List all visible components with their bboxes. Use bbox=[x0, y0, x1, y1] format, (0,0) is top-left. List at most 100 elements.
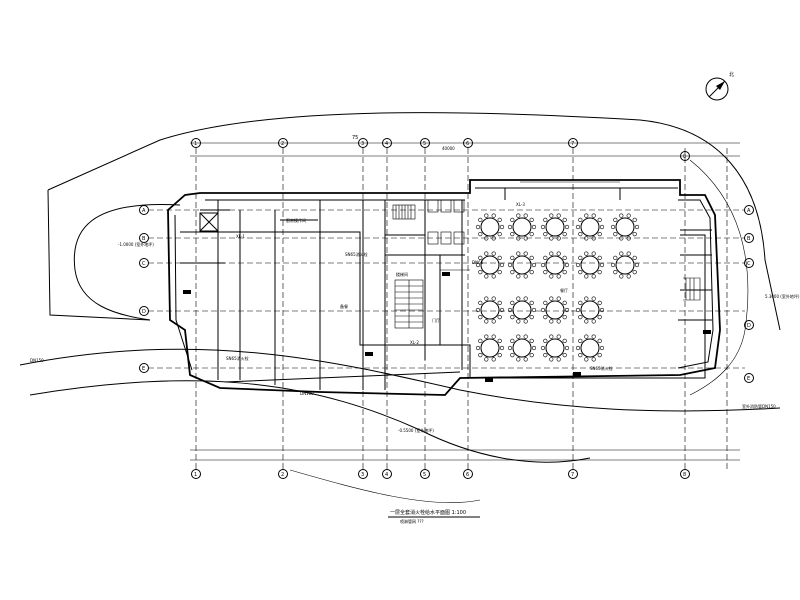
chair bbox=[484, 251, 489, 256]
svg-text:3: 3 bbox=[361, 472, 364, 478]
hydrant-cabinets bbox=[183, 272, 711, 382]
building-outline bbox=[167, 179, 721, 396]
chair bbox=[543, 232, 548, 237]
chair bbox=[599, 262, 605, 268]
round-table bbox=[480, 217, 500, 237]
chair bbox=[613, 255, 618, 261]
chair bbox=[529, 255, 534, 261]
chair bbox=[626, 213, 631, 218]
chair bbox=[507, 262, 513, 268]
chair bbox=[578, 255, 583, 261]
chair bbox=[491, 213, 496, 218]
axis-col-2: 2 bbox=[281, 141, 284, 147]
road-label-left: DN150 bbox=[30, 358, 44, 363]
chair bbox=[591, 357, 596, 362]
chair bbox=[478, 338, 483, 344]
chair bbox=[597, 270, 602, 275]
stair-label: 楼梯间 bbox=[396, 271, 408, 277]
chair bbox=[478, 315, 483, 320]
site-boundary-left bbox=[47, 189, 151, 321]
chair bbox=[510, 315, 515, 320]
axis-bubbles-top: 1 2 3 4 5 6 7 8 bbox=[191, 138, 690, 161]
chair bbox=[584, 334, 589, 339]
chair bbox=[632, 270, 637, 275]
chair bbox=[507, 224, 513, 230]
elev-label-bottom: -0.5500 (室外地坪) bbox=[398, 427, 434, 433]
chair bbox=[549, 334, 554, 339]
chair bbox=[516, 357, 521, 362]
chair bbox=[478, 300, 483, 306]
svg-text:5: 5 bbox=[423, 472, 426, 478]
chair bbox=[599, 224, 605, 230]
svg-text:8: 8 bbox=[683, 472, 686, 478]
round-table bbox=[545, 255, 565, 275]
axis-bubbles-bottom: 1 2 3 4 5 6 7 8 bbox=[191, 469, 690, 479]
chair bbox=[540, 345, 546, 351]
chair bbox=[613, 217, 618, 222]
chair bbox=[491, 251, 496, 256]
round-table bbox=[512, 255, 532, 275]
road-label-right: 室外消防管DN150 bbox=[742, 403, 776, 409]
chair bbox=[584, 213, 589, 218]
chair bbox=[475, 345, 481, 351]
chair bbox=[543, 353, 548, 358]
svg-text:7: 7 bbox=[571, 472, 574, 478]
chair bbox=[475, 224, 481, 230]
chair bbox=[543, 338, 548, 344]
round-table bbox=[580, 338, 600, 358]
chair bbox=[556, 236, 561, 241]
chair bbox=[564, 262, 570, 268]
chair bbox=[516, 334, 521, 339]
chair bbox=[484, 357, 489, 362]
chair bbox=[575, 345, 581, 351]
round-table bbox=[480, 255, 500, 275]
chair bbox=[562, 270, 567, 275]
stair-right bbox=[683, 277, 701, 301]
chair bbox=[484, 274, 489, 279]
chair bbox=[516, 251, 521, 256]
axis-row-a: A bbox=[142, 208, 146, 214]
chair bbox=[523, 357, 528, 362]
chair bbox=[523, 236, 528, 241]
chair bbox=[549, 213, 554, 218]
chair bbox=[597, 338, 602, 344]
chair bbox=[562, 232, 567, 237]
chair bbox=[523, 319, 528, 324]
chair bbox=[634, 224, 640, 230]
chair bbox=[529, 300, 534, 306]
chair bbox=[491, 319, 496, 324]
chair bbox=[597, 255, 602, 261]
chair bbox=[564, 307, 570, 313]
site-boundary-inner bbox=[73, 203, 181, 321]
chair bbox=[575, 307, 581, 313]
chair bbox=[516, 274, 521, 279]
chair bbox=[478, 217, 483, 222]
chair bbox=[499, 307, 505, 313]
chair bbox=[491, 274, 496, 279]
chair bbox=[543, 300, 548, 306]
restroom-fixtures bbox=[427, 199, 465, 245]
chair bbox=[578, 353, 583, 358]
chair bbox=[540, 262, 546, 268]
chair bbox=[523, 274, 528, 279]
riser-label-b: XL-2 bbox=[410, 340, 419, 345]
chair bbox=[497, 300, 502, 306]
chair bbox=[556, 296, 561, 301]
chair bbox=[529, 217, 534, 222]
chair bbox=[516, 319, 521, 324]
chair bbox=[523, 251, 528, 256]
chair bbox=[562, 255, 567, 261]
building-outline-inner bbox=[174, 187, 714, 383]
chair bbox=[516, 296, 521, 301]
chair bbox=[478, 270, 483, 275]
chair bbox=[484, 236, 489, 241]
chair bbox=[475, 307, 481, 313]
chair bbox=[531, 307, 537, 313]
chair bbox=[529, 338, 534, 344]
pipe-size-label-2: DN65 bbox=[472, 260, 484, 265]
interior-walls bbox=[180, 188, 712, 390]
road-curve-lower2 bbox=[289, 469, 481, 503]
chair bbox=[556, 251, 561, 256]
chair bbox=[584, 251, 589, 256]
